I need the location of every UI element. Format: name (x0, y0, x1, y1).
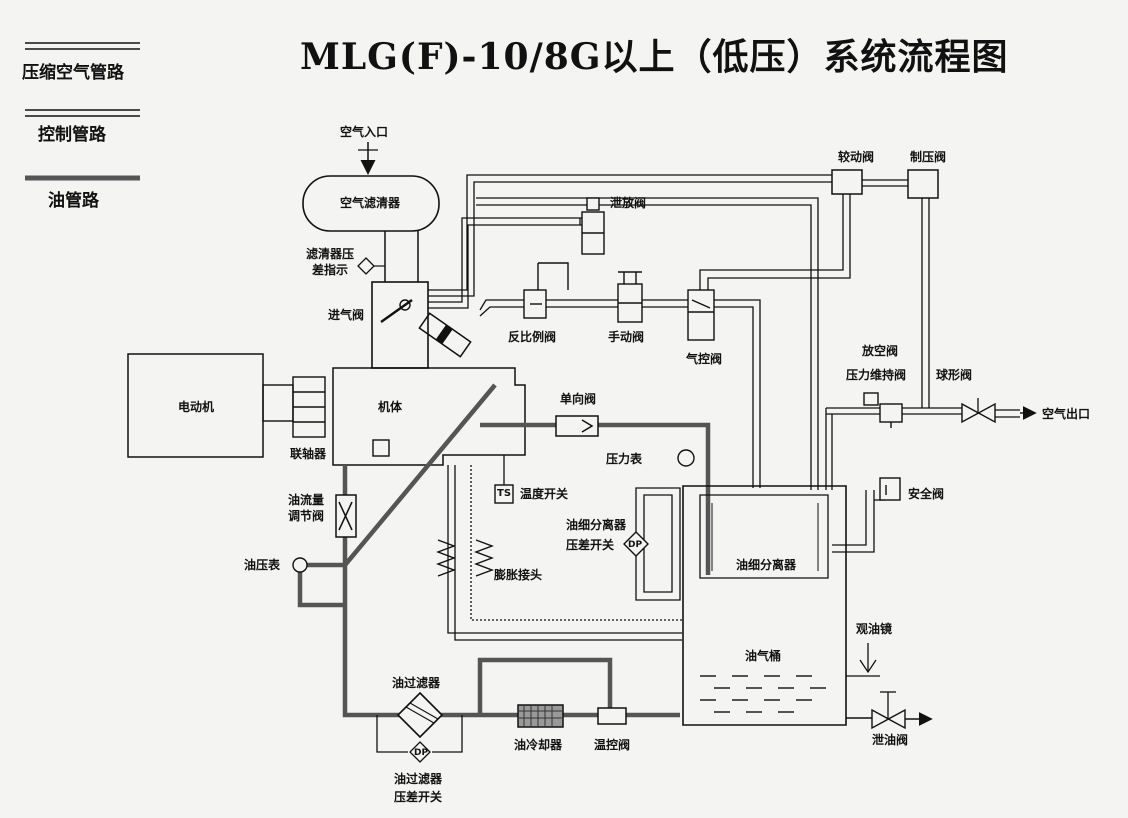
coupling (262, 376, 326, 438)
label-temp-switch: 温度开关 (520, 487, 569, 501)
pneumatic-valve-shape (687, 289, 715, 341)
min-pressure-valve-shape (863, 392, 903, 428)
air-filter-shape (302, 175, 440, 232)
pressure-gauge-shape (677, 449, 695, 467)
legend-control: 控制管路 (38, 125, 106, 145)
label-dp-tag-separator: DP (628, 540, 643, 550)
vent-valve-shape (581, 197, 605, 255)
airend-body (332, 367, 526, 466)
check-valve-shape (555, 415, 599, 437)
label-manual-valve: 手动阀 (608, 330, 645, 344)
label-filter-dp-1: 滤清器压 (306, 247, 355, 261)
label-motor: 电动机 (178, 400, 215, 414)
oil-level-dashes (700, 675, 826, 713)
label-oil-cooler: 油冷却器 (514, 738, 563, 752)
label-vent-valve: 泄放阀 (610, 196, 647, 210)
oil-gas-tank (682, 485, 847, 726)
label-coupling: 联轴器 (290, 447, 327, 461)
label-oil-tank: 油气桶 (745, 649, 782, 663)
label-temp-switch-tag: TS (497, 488, 512, 499)
label-oil-filter: 油过滤器 (392, 676, 441, 690)
label-separator: 油细分离器 (736, 558, 797, 572)
page-title: MLG(F)-10/8G以上（低压）系统流程图 (300, 36, 1009, 78)
label-air-outlet: 空气出口 (1042, 407, 1091, 421)
label-pneumatic-valve: 气控阀 (686, 352, 723, 366)
start-valve-shape (831, 169, 863, 195)
manual-valve-shape (617, 271, 643, 323)
label-proportional-valve: 反比例阀 (508, 330, 557, 344)
label-safety-valve: 安全阀 (908, 487, 945, 501)
label-air-inlet: 空气入口 (340, 125, 389, 139)
label-check-valve: 单向阀 (560, 392, 597, 406)
oil-cooler-shape (517, 704, 564, 728)
label-intake-valve: 进气阀 (328, 308, 365, 322)
label-sep-dp-2: 压差开关 (566, 538, 615, 552)
legend-oil: 油管路 (48, 191, 99, 211)
oil-pressure-gauge-shape (292, 557, 308, 573)
label-dp-tag-oil-filter: DP (414, 748, 429, 758)
label-start-valve: 较动阀 (838, 150, 875, 164)
oil-pipes (297, 383, 711, 718)
filter-dp-indicator (357, 257, 375, 275)
thermostatic-valve-shape (597, 707, 627, 725)
label-sight-glass: 观油镜 (856, 622, 893, 636)
safety-valve-shape (879, 477, 901, 501)
label-air-filter: 空气滤清器 (340, 196, 401, 210)
label-oil-pressure-gauge: 油压表 (244, 558, 281, 572)
label-pressure-gauge: 压力表 (606, 452, 643, 466)
label-oil-flow-2: 调节阀 (288, 509, 325, 523)
separator-dp-switch (623, 531, 649, 557)
intake-valve-shape (371, 281, 429, 369)
label-oil-flow-1: 油流量 (288, 493, 325, 507)
pressure-control-valve-shape (907, 169, 939, 199)
label-thermostatic-valve: 温控阀 (594, 738, 631, 752)
label-filter-dp-2: 差指示 (312, 263, 349, 277)
intake-actuator (418, 312, 472, 358)
label-blowoff-valve: 放空阀 (862, 344, 899, 358)
label-oil-filter-dp-2: 压差开关 (394, 790, 443, 804)
label-pressure-control-valve: 制压阀 (910, 150, 947, 164)
label-ball-valve: 球形阀 (936, 368, 973, 382)
legend (25, 42, 140, 181)
label-expansion-joint: 膨胀接头 (494, 568, 543, 582)
label-airend: 机体 (378, 400, 403, 414)
proportional-valve-shape (523, 262, 569, 319)
expansion-joints (436, 539, 494, 577)
label-drain-valve: 泄油阀 (872, 733, 909, 747)
label-min-pressure-valve: 压力维持阀 (846, 368, 907, 382)
label-sep-dp-1: 油细分离器 (566, 518, 627, 532)
label-oil-filter-dp-1: 油过滤器 (394, 772, 443, 786)
oil-flow-regulator (335, 494, 357, 538)
legend-compressed-air: 压缩空气管路 (22, 63, 124, 83)
